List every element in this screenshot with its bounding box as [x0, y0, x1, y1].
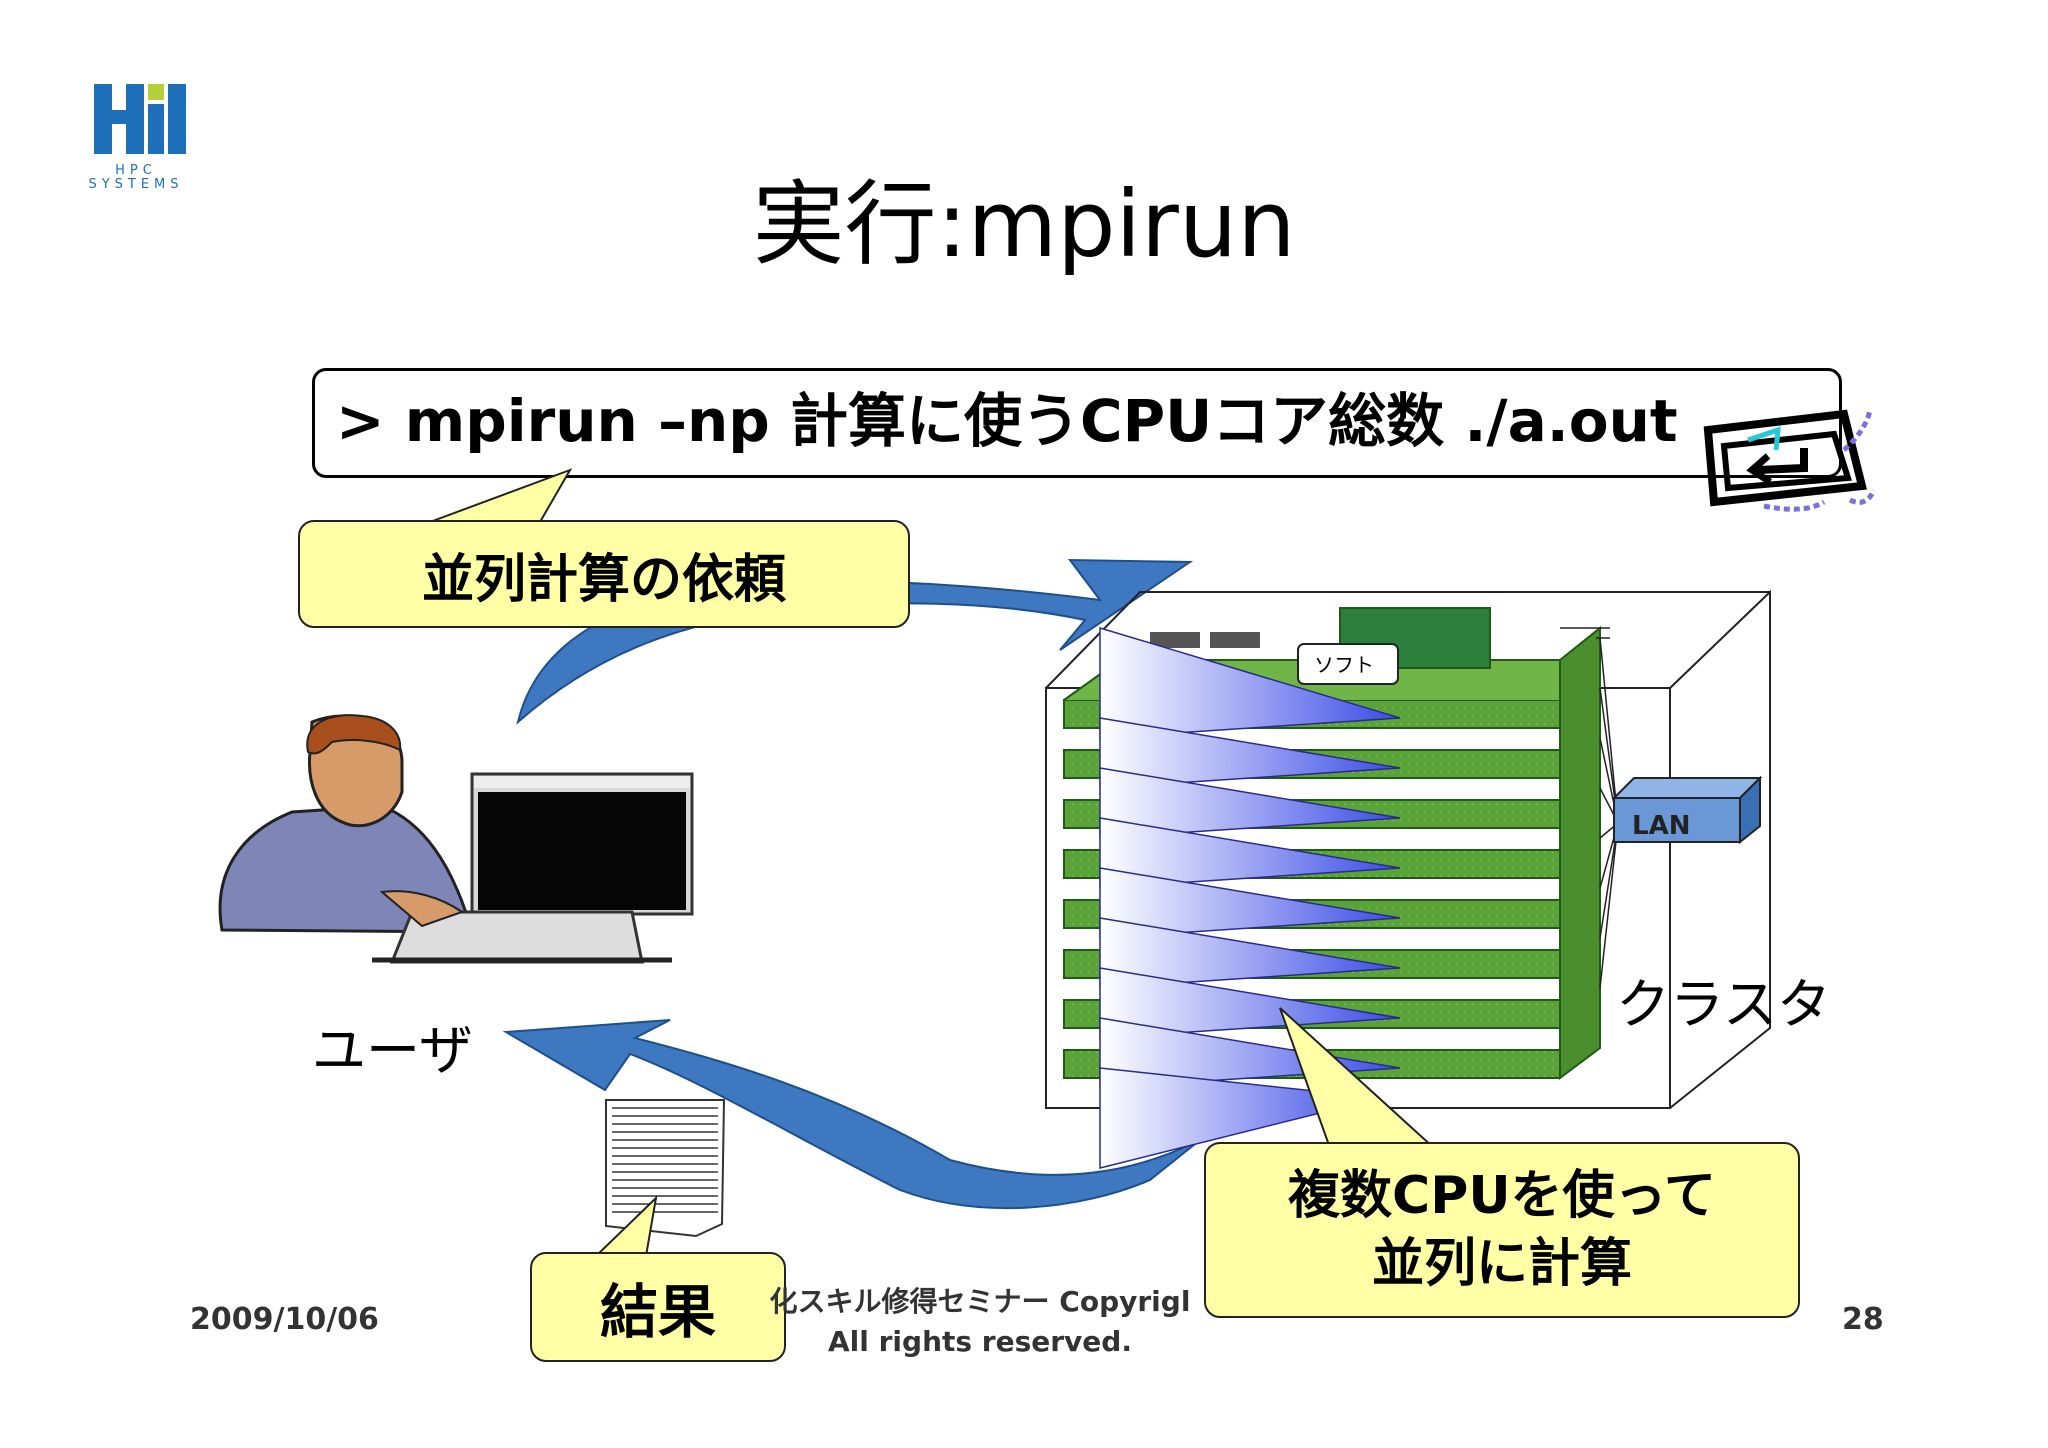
command-box [312, 368, 1842, 478]
cluster-label: クラスタ [1616, 973, 1831, 1036]
enter-key-icon [1694, 390, 1878, 522]
copyright-line1: 化スキル修得セミナー Copyrigl [769, 1285, 1191, 1318]
copyright-line2: All rights reserved. [828, 1325, 1132, 1358]
result-callout: 結果 [530, 1252, 786, 1362]
logo-text: HPC SYSTEMS [88, 163, 184, 192]
command-text: > mpirun –np 計算に使うCPUコア総数 ./a.out [336, 387, 1678, 455]
multi-cpu-line2: 並列に計算 [1371, 1234, 1632, 1294]
user-at-computer-image [212, 712, 702, 976]
soft-label: ソフト [1314, 653, 1374, 677]
multi-cpu-callout-tail [1274, 1004, 1474, 1154]
multi-cpu-callout: 複数CPUを使って 並列に計算 [1204, 1142, 1800, 1318]
multi-cpu-line1: 複数CPUを使って [1288, 1166, 1716, 1226]
lan-label: LAN [1632, 811, 1690, 841]
hpc-systems-logo [88, 80, 188, 190]
user-label: ユーザ [312, 1019, 473, 1082]
slide-title: 実行:mpirun [752, 171, 1296, 278]
page-number: 28 [1842, 1302, 1884, 1337]
footer-date: 2009/10/06 [190, 1302, 379, 1337]
footer-copyright: 化スキル修得セミナー Copyrigl All rights reserved. [620, 1282, 1340, 1362]
request-callout: 並列計算の依頼 [298, 520, 910, 628]
result-document-icon [604, 1098, 728, 1242]
